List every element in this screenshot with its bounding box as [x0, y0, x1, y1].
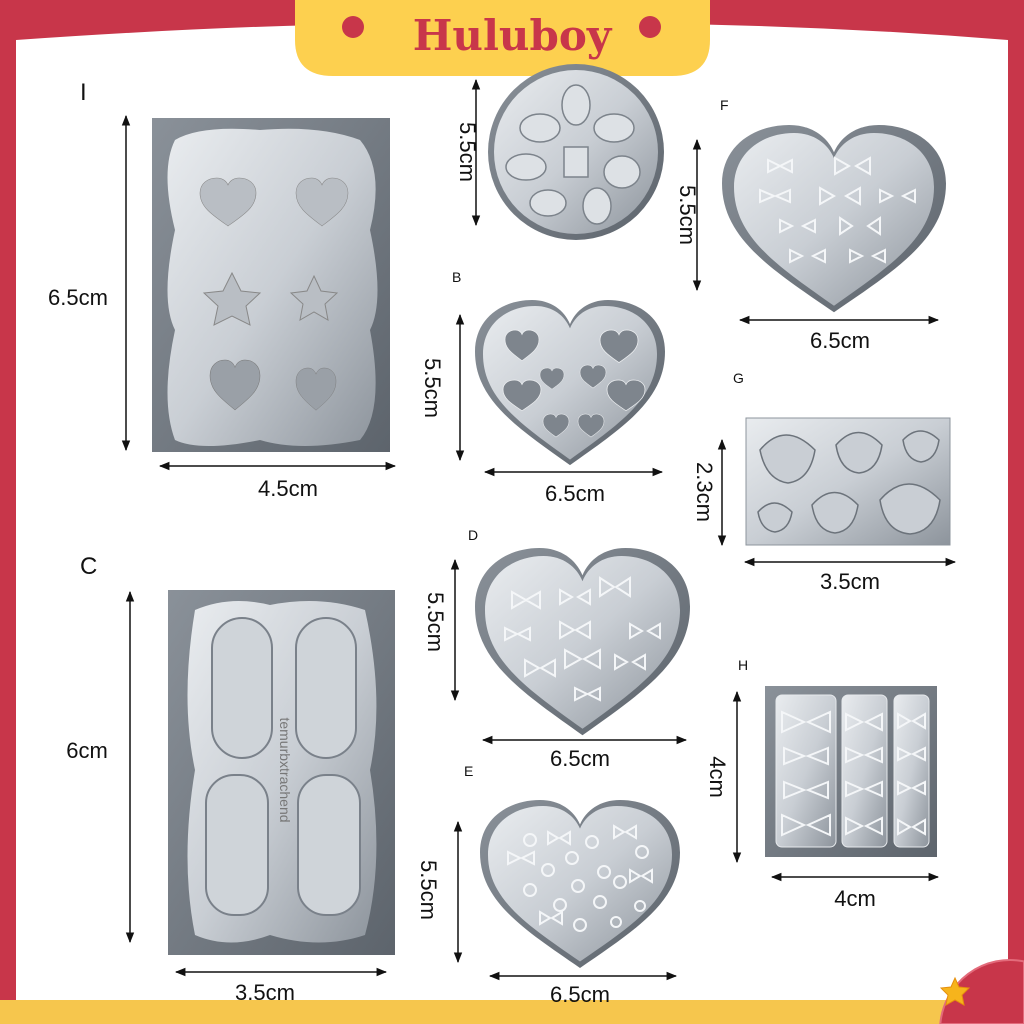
panel-b: B 5.5cm 6.5cm [420, 269, 665, 506]
height-label: 5.5cm [675, 185, 700, 245]
panel-letter: I [80, 79, 87, 106]
panel-e: E 5.5cm 6.5cm [416, 763, 680, 1007]
width-label: 6.5cm [545, 481, 605, 506]
height-label: 5.5cm [423, 592, 448, 652]
height-label: 2.3cm [692, 462, 717, 522]
mold-imprint-text: temurbxtrachend [277, 717, 293, 822]
width-label: 6.5cm [550, 982, 610, 1007]
panel-c: C temurbxtrachend 6cm 3.5cm [66, 553, 395, 1005]
width-label: 3.5cm [820, 569, 880, 594]
banner-dot-left [342, 16, 364, 38]
width-label: 6.5cm [550, 746, 610, 771]
panel-letter: G [733, 370, 744, 386]
panel-h: H 4cm 4cm [705, 657, 940, 911]
banner-dot-right [639, 16, 661, 38]
panel-letter: F [720, 97, 729, 113]
panel-d: D 5.5cm 6.5cm [423, 527, 690, 771]
panel-letter: C [80, 553, 97, 580]
panel-letter: B [452, 269, 461, 285]
panel-f: F 5.5cm 6.5cm [675, 97, 946, 353]
panel-letter: D [468, 527, 478, 543]
brand-name: Huluboy [413, 11, 613, 60]
star-icon [939, 976, 971, 1006]
height-label: 4cm [705, 756, 730, 798]
corner-badge [939, 958, 1024, 1024]
width-label: 6.5cm [810, 328, 870, 353]
panel-letter: H [738, 657, 748, 673]
height-label: 5.5cm [455, 122, 480, 182]
height-label: 5.5cm [416, 860, 441, 920]
panel-letter: E [464, 763, 473, 779]
height-label: 6.5cm [48, 285, 108, 310]
width-label: 4.5cm [258, 476, 318, 501]
panel-g: G 2.3cm 3.5cm [692, 370, 957, 594]
panel-a: 5.5cm [455, 64, 664, 240]
panel-i: I 6.5cm 4.5cm [48, 79, 397, 501]
brand-banner: Huluboy [295, 0, 710, 76]
width-label: 3.5cm [235, 980, 295, 1005]
height-label: 6cm [66, 738, 108, 763]
width-label: 4cm [834, 886, 876, 911]
height-label: 5.5cm [420, 358, 445, 418]
bottom-strip [0, 1000, 1024, 1024]
